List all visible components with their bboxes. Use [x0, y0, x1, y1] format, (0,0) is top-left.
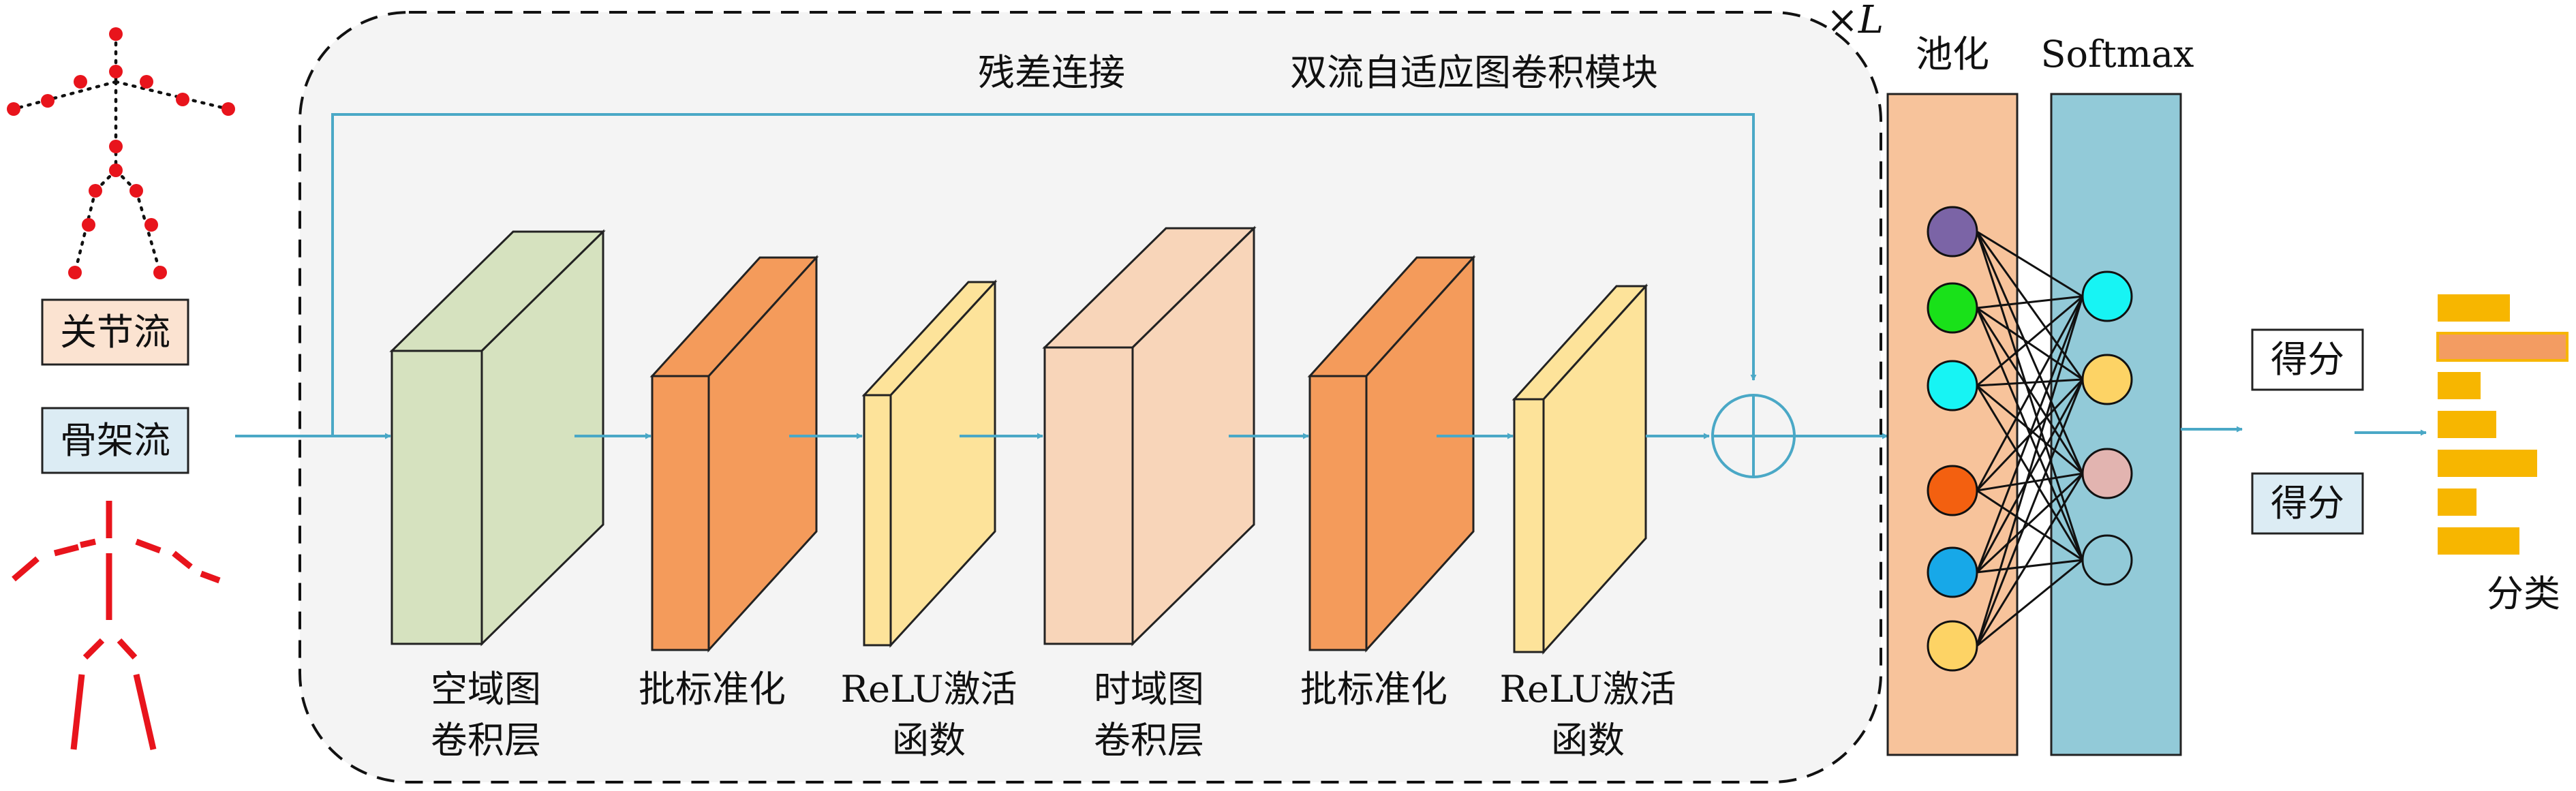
fc-output-node: [2081, 270, 2133, 322]
bone-stream-box: [41, 407, 189, 474]
fc-input-node: [1927, 546, 1978, 598]
joint-skeleton: [12, 32, 230, 275]
softmax-label: Softmax: [2040, 33, 2194, 76]
classification-bars: [2436, 294, 2569, 555]
fc-edge: [1976, 384, 2083, 475]
fc-edge: [1976, 296, 2084, 573]
fc-edge: [1976, 295, 2083, 387]
fc-output-node: [2081, 534, 2133, 586]
class-bar: [2438, 411, 2496, 438]
fc-input-node: [1927, 360, 1978, 412]
fc-input-node: [1927, 620, 1978, 672]
score-label-1: 得分: [2271, 338, 2344, 381]
fc-output-node: [2081, 354, 2133, 405]
label-relu-1: ReLU激活函数: [840, 668, 1017, 762]
fc-edge: [1976, 296, 2084, 491]
fc-edge: [1976, 378, 2083, 387]
softmax-panel: [2050, 93, 2182, 756]
bone-skeleton: [12, 501, 221, 750]
score-box-2: [2251, 472, 2364, 535]
class-bar: [2438, 294, 2510, 322]
spatial-gcn-block: [389, 229, 606, 647]
temporal-gcn-block: [1042, 226, 1257, 647]
score-label-2: 得分: [2271, 482, 2344, 525]
score-box-1: [2251, 328, 2364, 391]
batchnorm-2-block: [1307, 255, 1476, 653]
label-temporal-gcn: 时域图卷积层: [1094, 668, 1204, 762]
fc-edge: [1976, 231, 2084, 474]
relu-1-block: [861, 279, 998, 648]
class-bar: [2438, 450, 2537, 477]
fc-output-nodes: [2081, 270, 2133, 586]
fc-edge: [1976, 379, 2084, 647]
joint-stream-box: [41, 298, 189, 366]
fc-edge: [1976, 295, 2083, 309]
pool-label: 池化: [1916, 33, 1989, 76]
fc-edge: [1976, 296, 2084, 647]
module-label: 双流自适应图卷积模块: [1290, 51, 1658, 94]
fc-edge: [1976, 472, 2083, 492]
fc-connections: [1976, 230, 2084, 647]
residual-label: 残差连接: [978, 51, 1125, 94]
fc-edge: [1976, 231, 2084, 561]
fc-edge: [1976, 379, 2084, 573]
class-bar: [2438, 488, 2477, 516]
joint-stream-label: 关节流: [60, 311, 170, 354]
class-bar: [2438, 372, 2481, 399]
fc-edge: [1976, 473, 2084, 647]
residual-add-node: [1711, 394, 1796, 478]
batchnorm-1-block: [649, 255, 819, 653]
fc-edge: [1976, 559, 2083, 574]
class-bar: [2438, 527, 2519, 555]
fc-input-nodes: [1927, 206, 1978, 672]
fc-edge: [1976, 307, 2084, 474]
fc-edge: [1976, 230, 2083, 298]
label-batchnorm-1: 批标准化: [639, 668, 786, 711]
fc-edge: [1976, 472, 2084, 574]
fc-edge: [1976, 489, 2083, 561]
label-relu-2: ReLU激活函数: [1499, 668, 1676, 762]
fc-edge: [1976, 559, 2083, 647]
bone-stream-label: 骨架流: [60, 419, 170, 462]
class-bar: [2436, 332, 2569, 362]
repeat-label: ×L: [1826, 0, 1884, 42]
fc-input-node: [1927, 206, 1978, 258]
joint-points: [7, 27, 235, 279]
fc-input-node: [1927, 465, 1978, 516]
classify-label: 分类: [2487, 572, 2560, 615]
fc-edge: [1976, 307, 2083, 381]
relu-2-block: [1512, 283, 1649, 655]
fc-output-node: [2081, 448, 2133, 499]
fc-input-node: [1927, 282, 1978, 334]
label-batchnorm-2: 批标准化: [1300, 668, 1447, 711]
residual-connection: [331, 113, 1755, 436]
label-spatial-gcn: 空域图卷积层: [431, 668, 541, 762]
